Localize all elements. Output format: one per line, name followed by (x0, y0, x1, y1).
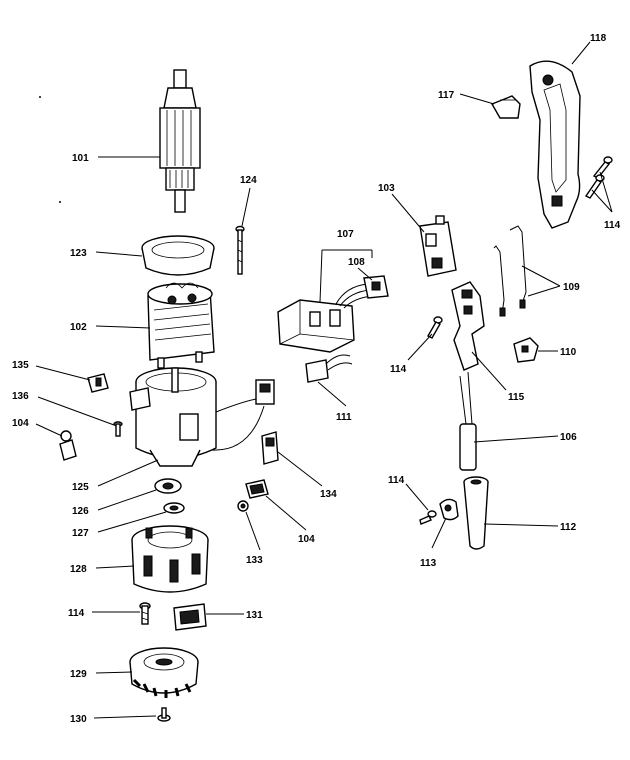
leader-136 (37, 396, 115, 426)
spring-part (237, 500, 249, 512)
washer-part (163, 502, 185, 514)
leader-114b (407, 333, 433, 361)
leader-135 (35, 365, 91, 381)
motor-housing-part (129, 367, 275, 467)
strain-relief-part (419, 498, 459, 525)
leader-129 (95, 671, 133, 674)
label-114c: 114 (604, 220, 621, 231)
label-109: 109 (563, 282, 580, 293)
field-coil-part (147, 282, 215, 369)
small-clamp-part (513, 337, 539, 363)
small-screw-136-part (113, 421, 123, 437)
screw-114-center-part (427, 316, 443, 339)
label-108: 108 (348, 257, 365, 268)
electronic-module-part (277, 275, 389, 353)
leader-112 (483, 523, 559, 527)
label-130: 130 (70, 714, 87, 725)
leader-117 (459, 93, 495, 105)
stray-dot (59, 201, 61, 203)
label-114d: 114 (388, 475, 405, 486)
label-107: 107 (337, 229, 354, 240)
label-114b: 114 (390, 364, 407, 375)
end-cap-part (129, 647, 199, 698)
label-131: 131 (246, 610, 263, 621)
leader-108 (357, 267, 373, 281)
connector-part (305, 354, 353, 383)
label-101: 101 (72, 153, 89, 164)
label-117: 117 (438, 90, 455, 101)
screw-130-part (157, 707, 171, 722)
brush-clip-part (87, 373, 109, 393)
label-104b: 104 (298, 534, 315, 545)
baffle-ring-part (141, 235, 215, 276)
bearing-part (154, 478, 182, 494)
leader-134 (277, 451, 323, 487)
leader-109a (521, 265, 561, 287)
label-115: 115 (508, 392, 525, 403)
long-screw-part (235, 225, 245, 275)
leader-128 (95, 565, 135, 569)
label-114a: 114 (68, 608, 85, 619)
brush-center-part (245, 479, 269, 499)
label-110: 110 (560, 347, 577, 358)
label-127: 127 (72, 528, 89, 539)
label-129: 129 (70, 669, 87, 680)
label-123: 123 (70, 248, 87, 259)
leader-114c-a (599, 171, 613, 213)
leader-123 (95, 251, 143, 257)
leader-111 (317, 381, 347, 407)
switch-part (419, 215, 457, 277)
label-112: 112 (560, 522, 577, 533)
label-103: 103 (378, 183, 395, 194)
leader-106 (473, 435, 559, 443)
cable-part (459, 371, 477, 471)
label-111: 111 (336, 412, 352, 423)
label-113: 113 (420, 558, 437, 569)
leader-126 (97, 489, 157, 511)
label-135: 135 (12, 360, 29, 371)
leader-109b (527, 285, 561, 297)
leader-102 (95, 325, 151, 329)
armature-part (159, 69, 201, 213)
label-125: 125 (72, 482, 89, 493)
fan-housing-part (131, 525, 209, 593)
stray-dot (39, 96, 41, 98)
leader-118 (571, 41, 591, 65)
leader-130 (93, 715, 157, 719)
leader-104b (265, 495, 307, 531)
clamp-plate-part (173, 603, 207, 631)
handle-part (529, 60, 581, 229)
leader-124 (241, 187, 251, 227)
label-104a: 104 (12, 418, 29, 429)
label-118: 118 (590, 33, 607, 44)
label-128: 128 (70, 564, 87, 575)
leader-113 (431, 517, 447, 549)
cable-protector-part (463, 476, 489, 550)
label-136: 136 (12, 391, 29, 402)
label-133: 133 (246, 555, 263, 566)
leader-103 (391, 193, 425, 233)
trigger-part (451, 281, 485, 371)
label-126: 126 (72, 506, 89, 517)
label-102: 102 (70, 322, 87, 333)
brush-holder-part (261, 431, 279, 465)
label-124: 124 (240, 175, 257, 186)
leader-133 (245, 511, 261, 551)
label-106: 106 (560, 432, 577, 443)
leader-107a (319, 249, 323, 303)
label-134: 134 (320, 489, 337, 500)
handle-clip-part (490, 95, 521, 119)
handle-screws-part (584, 156, 613, 199)
screw-114-left-part (139, 602, 151, 625)
leader-115 (471, 351, 507, 391)
leader-114c-b (591, 189, 613, 213)
leader-104a (35, 423, 63, 437)
wire-leads-part (493, 225, 527, 317)
brush-left-part (59, 430, 77, 461)
leader-127 (97, 511, 167, 533)
leader-114d (405, 483, 429, 511)
leader-125 (97, 459, 159, 487)
